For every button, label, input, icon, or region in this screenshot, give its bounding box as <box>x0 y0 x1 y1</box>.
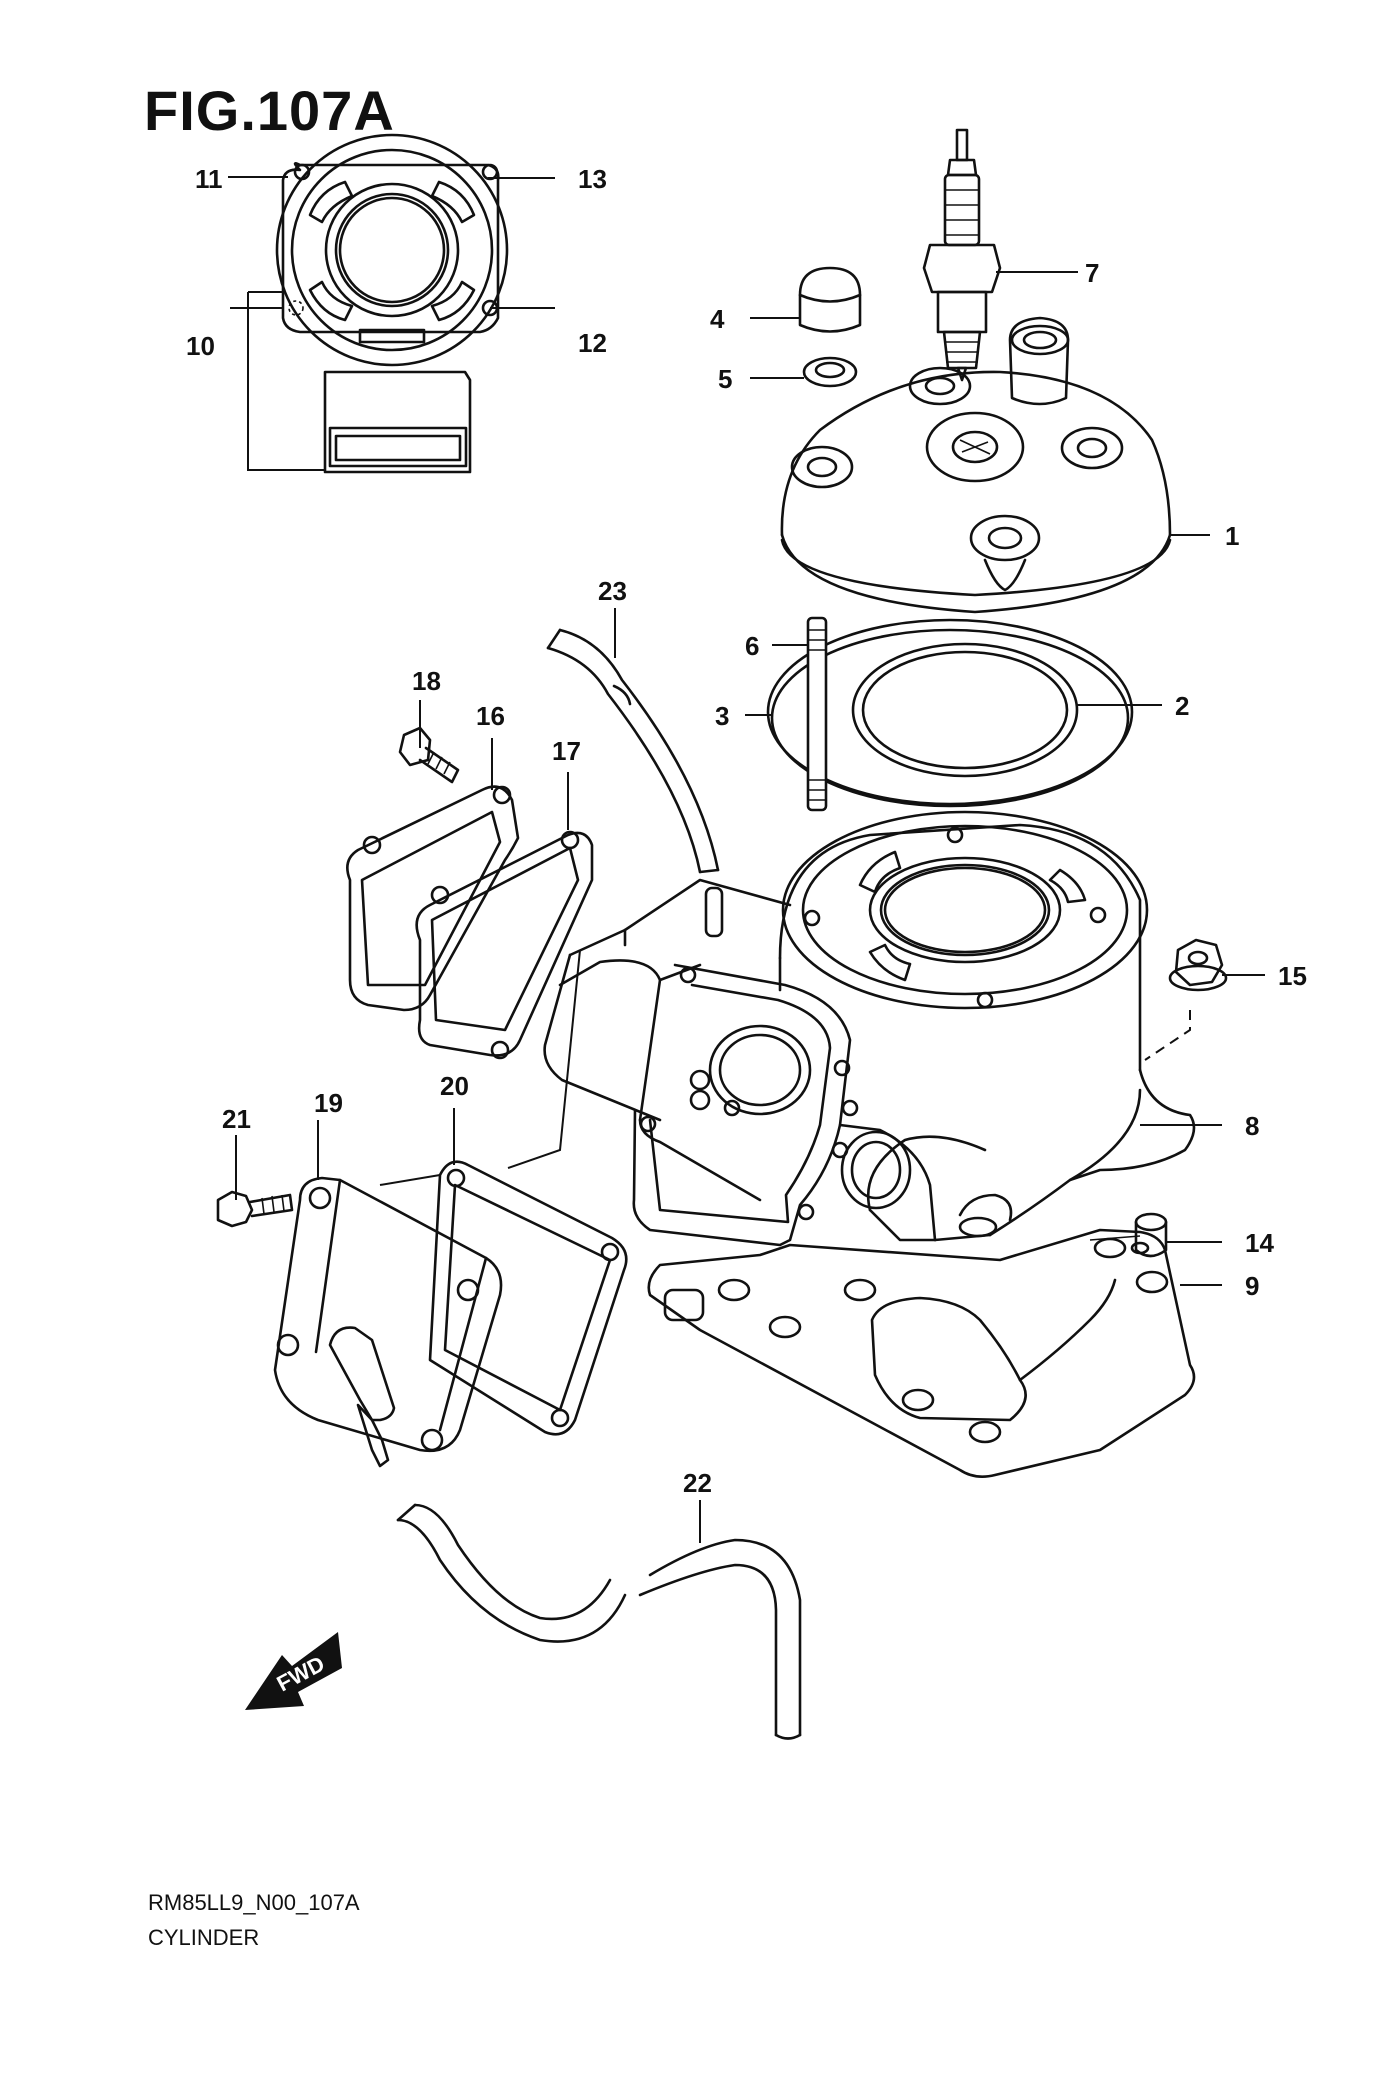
cylinder-head <box>780 316 1172 614</box>
callout-15: 15 <box>1278 961 1307 991</box>
callout-14: 14 <box>1245 1228 1274 1258</box>
o-ring <box>766 618 1134 808</box>
spark-plug <box>922 128 1002 382</box>
reed-valve-cover-gasket <box>428 1160 628 1436</box>
flange-nut <box>1168 938 1228 992</box>
figure-title: FIG.107A <box>144 79 395 142</box>
base-gasket <box>647 1228 1196 1478</box>
callout-7: 7 <box>1085 258 1099 288</box>
callout-19: 19 <box>314 1088 343 1118</box>
callout-1: 1 <box>1225 521 1239 551</box>
cylinder <box>543 810 1196 1247</box>
callout-2: 2 <box>1175 691 1189 721</box>
figure-code: RM85LL9_N00_107A <box>148 1890 360 1915</box>
bolt <box>398 726 460 784</box>
callout-22: 22 <box>683 1468 712 1498</box>
breather-hose <box>546 628 720 874</box>
callout-13: 13 <box>578 164 607 194</box>
callout-17: 17 <box>552 736 581 766</box>
callout-12: 12 <box>578 328 607 358</box>
washer <box>802 356 858 388</box>
callout-3: 3 <box>715 701 729 731</box>
stud-bolt <box>806 616 828 812</box>
callout-6: 6 <box>745 631 759 661</box>
callout-9: 9 <box>1245 1271 1259 1301</box>
water-hose <box>396 1503 802 1740</box>
reed-valve-cover <box>273 1176 503 1468</box>
callout-23: 23 <box>598 576 627 606</box>
callout-8: 8 <box>1245 1111 1259 1141</box>
callout-5: 5 <box>718 364 732 394</box>
callout-10: 10 <box>186 331 215 361</box>
callout-labels: 1 2 3 4 5 6 7 8 9 10 11 12 13 14 15 16 1… <box>186 164 1307 1498</box>
callout-leaders <box>228 176 1265 1543</box>
callout-16: 16 <box>476 701 505 731</box>
hex-bolt <box>216 1190 294 1228</box>
callout-11: 11 <box>195 164 223 194</box>
dowel-pin <box>1134 1212 1168 1258</box>
reed-valve-gasket-inner <box>415 830 594 1060</box>
cylinder-top-view-inset <box>247 133 509 474</box>
cap-nut <box>798 266 862 333</box>
head-gasket <box>851 642 1079 778</box>
callout-20: 20 <box>440 1071 469 1101</box>
callout-21: 21 <box>222 1104 251 1134</box>
reed-valve-gasket-outer <box>346 785 520 1012</box>
callout-18: 18 <box>412 666 441 696</box>
forward-arrow-icon: FWD <box>245 1632 342 1710</box>
callout-4: 4 <box>710 304 725 334</box>
figure-name: CYLINDER <box>148 1925 260 1950</box>
